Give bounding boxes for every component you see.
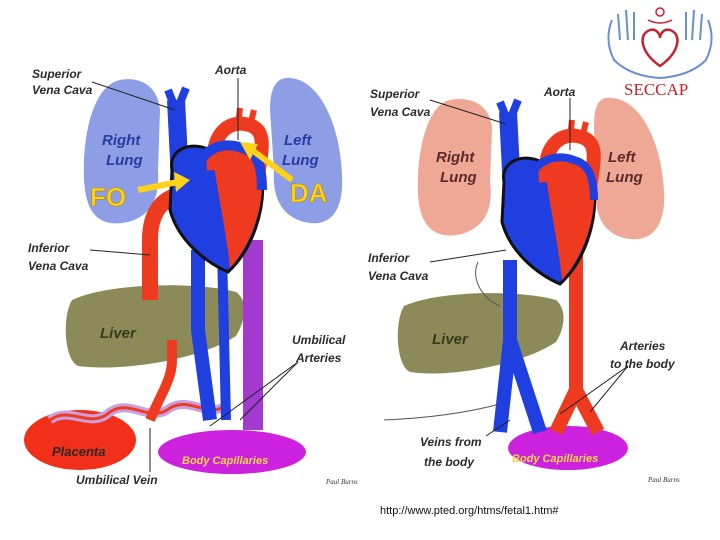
label-inferior-vena-cava-line1: Inferior xyxy=(368,251,411,265)
label-umbilical-vein: Umbilical Vein xyxy=(76,473,158,487)
label-right-lung-line1: Right xyxy=(436,149,475,166)
adult-descending-aorta xyxy=(549,240,605,436)
label-umbilical-arteries-line2: Arteries xyxy=(295,351,342,365)
label-arteries-to-body-line1: Arteries xyxy=(619,339,666,353)
label-placenta: Placenta xyxy=(52,444,105,459)
placenta xyxy=(24,410,136,470)
label-superior-vena-cava-line1: Superior xyxy=(32,67,83,81)
logo-text: SECCAP xyxy=(624,80,688,99)
fetal-left-lung xyxy=(270,77,343,224)
source-url[interactable]: http://www.pted.org/htms/fetal1.htm# xyxy=(380,505,559,517)
adult-left-lung xyxy=(594,97,665,240)
adult-liver xyxy=(397,293,564,374)
label-ductus-arteriosus: DA xyxy=(290,178,328,208)
label-liver: Liver xyxy=(100,325,137,342)
fetal-body-capillaries xyxy=(158,430,306,474)
adult-inferior-vena-cava xyxy=(493,260,547,435)
label-inferior-vena-cava-line2: Vena Cava xyxy=(28,259,89,273)
hands-heart-logo-icon xyxy=(607,7,713,80)
fo-arrow-icon xyxy=(137,179,179,193)
label-superior-vena-cava-line2: Vena Cava xyxy=(32,83,93,97)
label-superior-vena-cava-line2: Vena Cava xyxy=(370,105,431,119)
label-aorta: Aorta xyxy=(214,63,247,77)
label-veins-from-body-line2: the body xyxy=(424,455,475,469)
label-veins-from-body-line1: Veins from xyxy=(420,435,482,449)
label-body-capillaries: Body Capillaries xyxy=(512,453,598,465)
label-right-lung-line2: Lung xyxy=(440,169,477,186)
fetal-descending-artery xyxy=(243,240,263,430)
umbilical-vein xyxy=(145,340,177,422)
fetal-circulation-diagram: Superior Vena Cava Aorta Right Lung Left… xyxy=(24,63,358,487)
label-aorta: Aorta xyxy=(543,85,576,99)
adult-body-capillaries xyxy=(508,426,628,470)
label-left-lung-line2: Lung xyxy=(282,152,319,169)
label-right-lung-line1: Right xyxy=(102,132,141,149)
adult-right-lung xyxy=(417,99,492,236)
label-left-lung-line1: Left xyxy=(608,149,637,166)
label-left-lung-line2: Lung xyxy=(606,169,643,186)
da-arrow-icon xyxy=(250,147,294,183)
label-body-capillaries: Body Capillaries xyxy=(182,455,268,467)
label-superior-vena-cava-line1: Superior xyxy=(370,87,421,101)
label-left-lung-line1: Left xyxy=(284,132,313,149)
label-foramen-ovale: FO xyxy=(90,182,126,212)
seccap-logo: SECCAP xyxy=(607,7,713,99)
adult-circulation-diagram: Superior Vena Cava Aorta Right Lung Left… xyxy=(368,85,680,484)
label-liver: Liver xyxy=(432,331,469,348)
label-arteries-to-body-line2: to the body xyxy=(610,357,676,371)
label-inferior-vena-cava-line1: Inferior xyxy=(28,241,71,255)
label-right-lung-line2: Lung xyxy=(106,152,143,169)
artist-signature: Paul Burns xyxy=(325,478,358,486)
label-umbilical-arteries-line1: Umbilical xyxy=(292,333,346,347)
label-inferior-vena-cava-line2: Vena Cava xyxy=(368,269,429,283)
artist-signature: Paul Burns xyxy=(647,476,680,484)
